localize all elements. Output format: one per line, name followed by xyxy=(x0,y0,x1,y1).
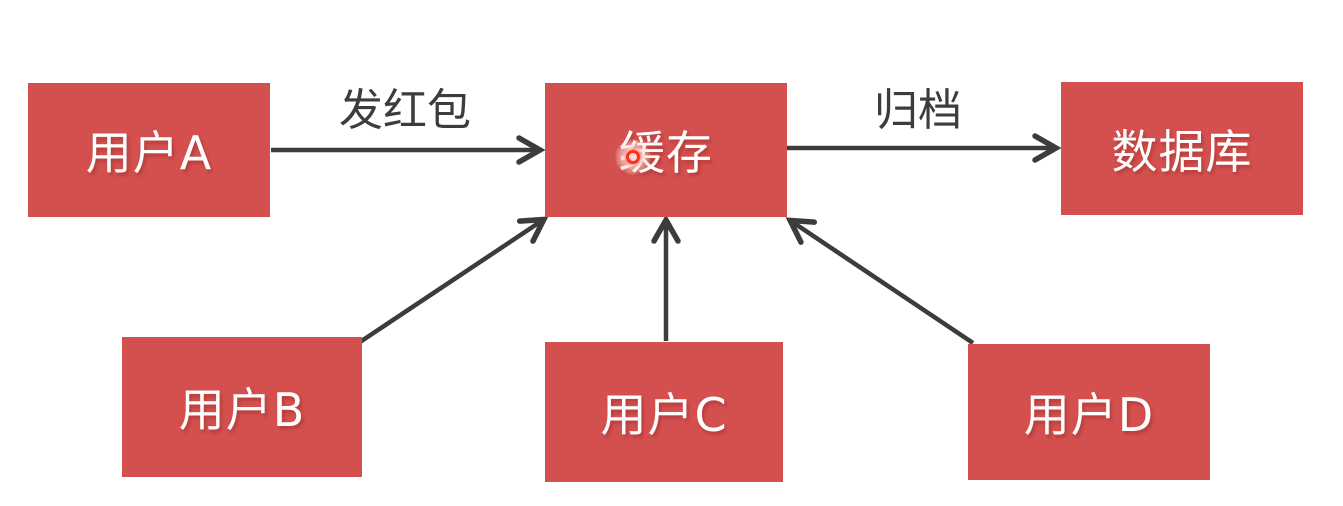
edge-userD-cache xyxy=(785,217,975,345)
edge-label-archive: 归档 xyxy=(874,85,962,136)
node-cache: 缓存 xyxy=(545,83,787,217)
node-user-a-label: 用户A xyxy=(85,126,213,180)
node-user-b: 用户B xyxy=(122,337,362,477)
node-user-d: 用户D xyxy=(968,344,1210,480)
node-database-label: 数据库 xyxy=(1111,124,1253,179)
node-user-d-label: 用户D xyxy=(1023,388,1155,442)
edge-label-send-red-packet: 发红包 xyxy=(339,85,471,136)
node-user-b-label: 用户B xyxy=(178,383,306,437)
node-user-a: 用户A xyxy=(28,83,270,217)
node-database: 数据库 xyxy=(1061,82,1303,215)
click-indicator-dot xyxy=(626,150,640,164)
node-user-c-label: 用户C xyxy=(600,388,728,442)
click-indicator xyxy=(615,139,651,175)
edge-userB-cache xyxy=(358,216,549,344)
node-user-c: 用户C xyxy=(545,342,783,482)
